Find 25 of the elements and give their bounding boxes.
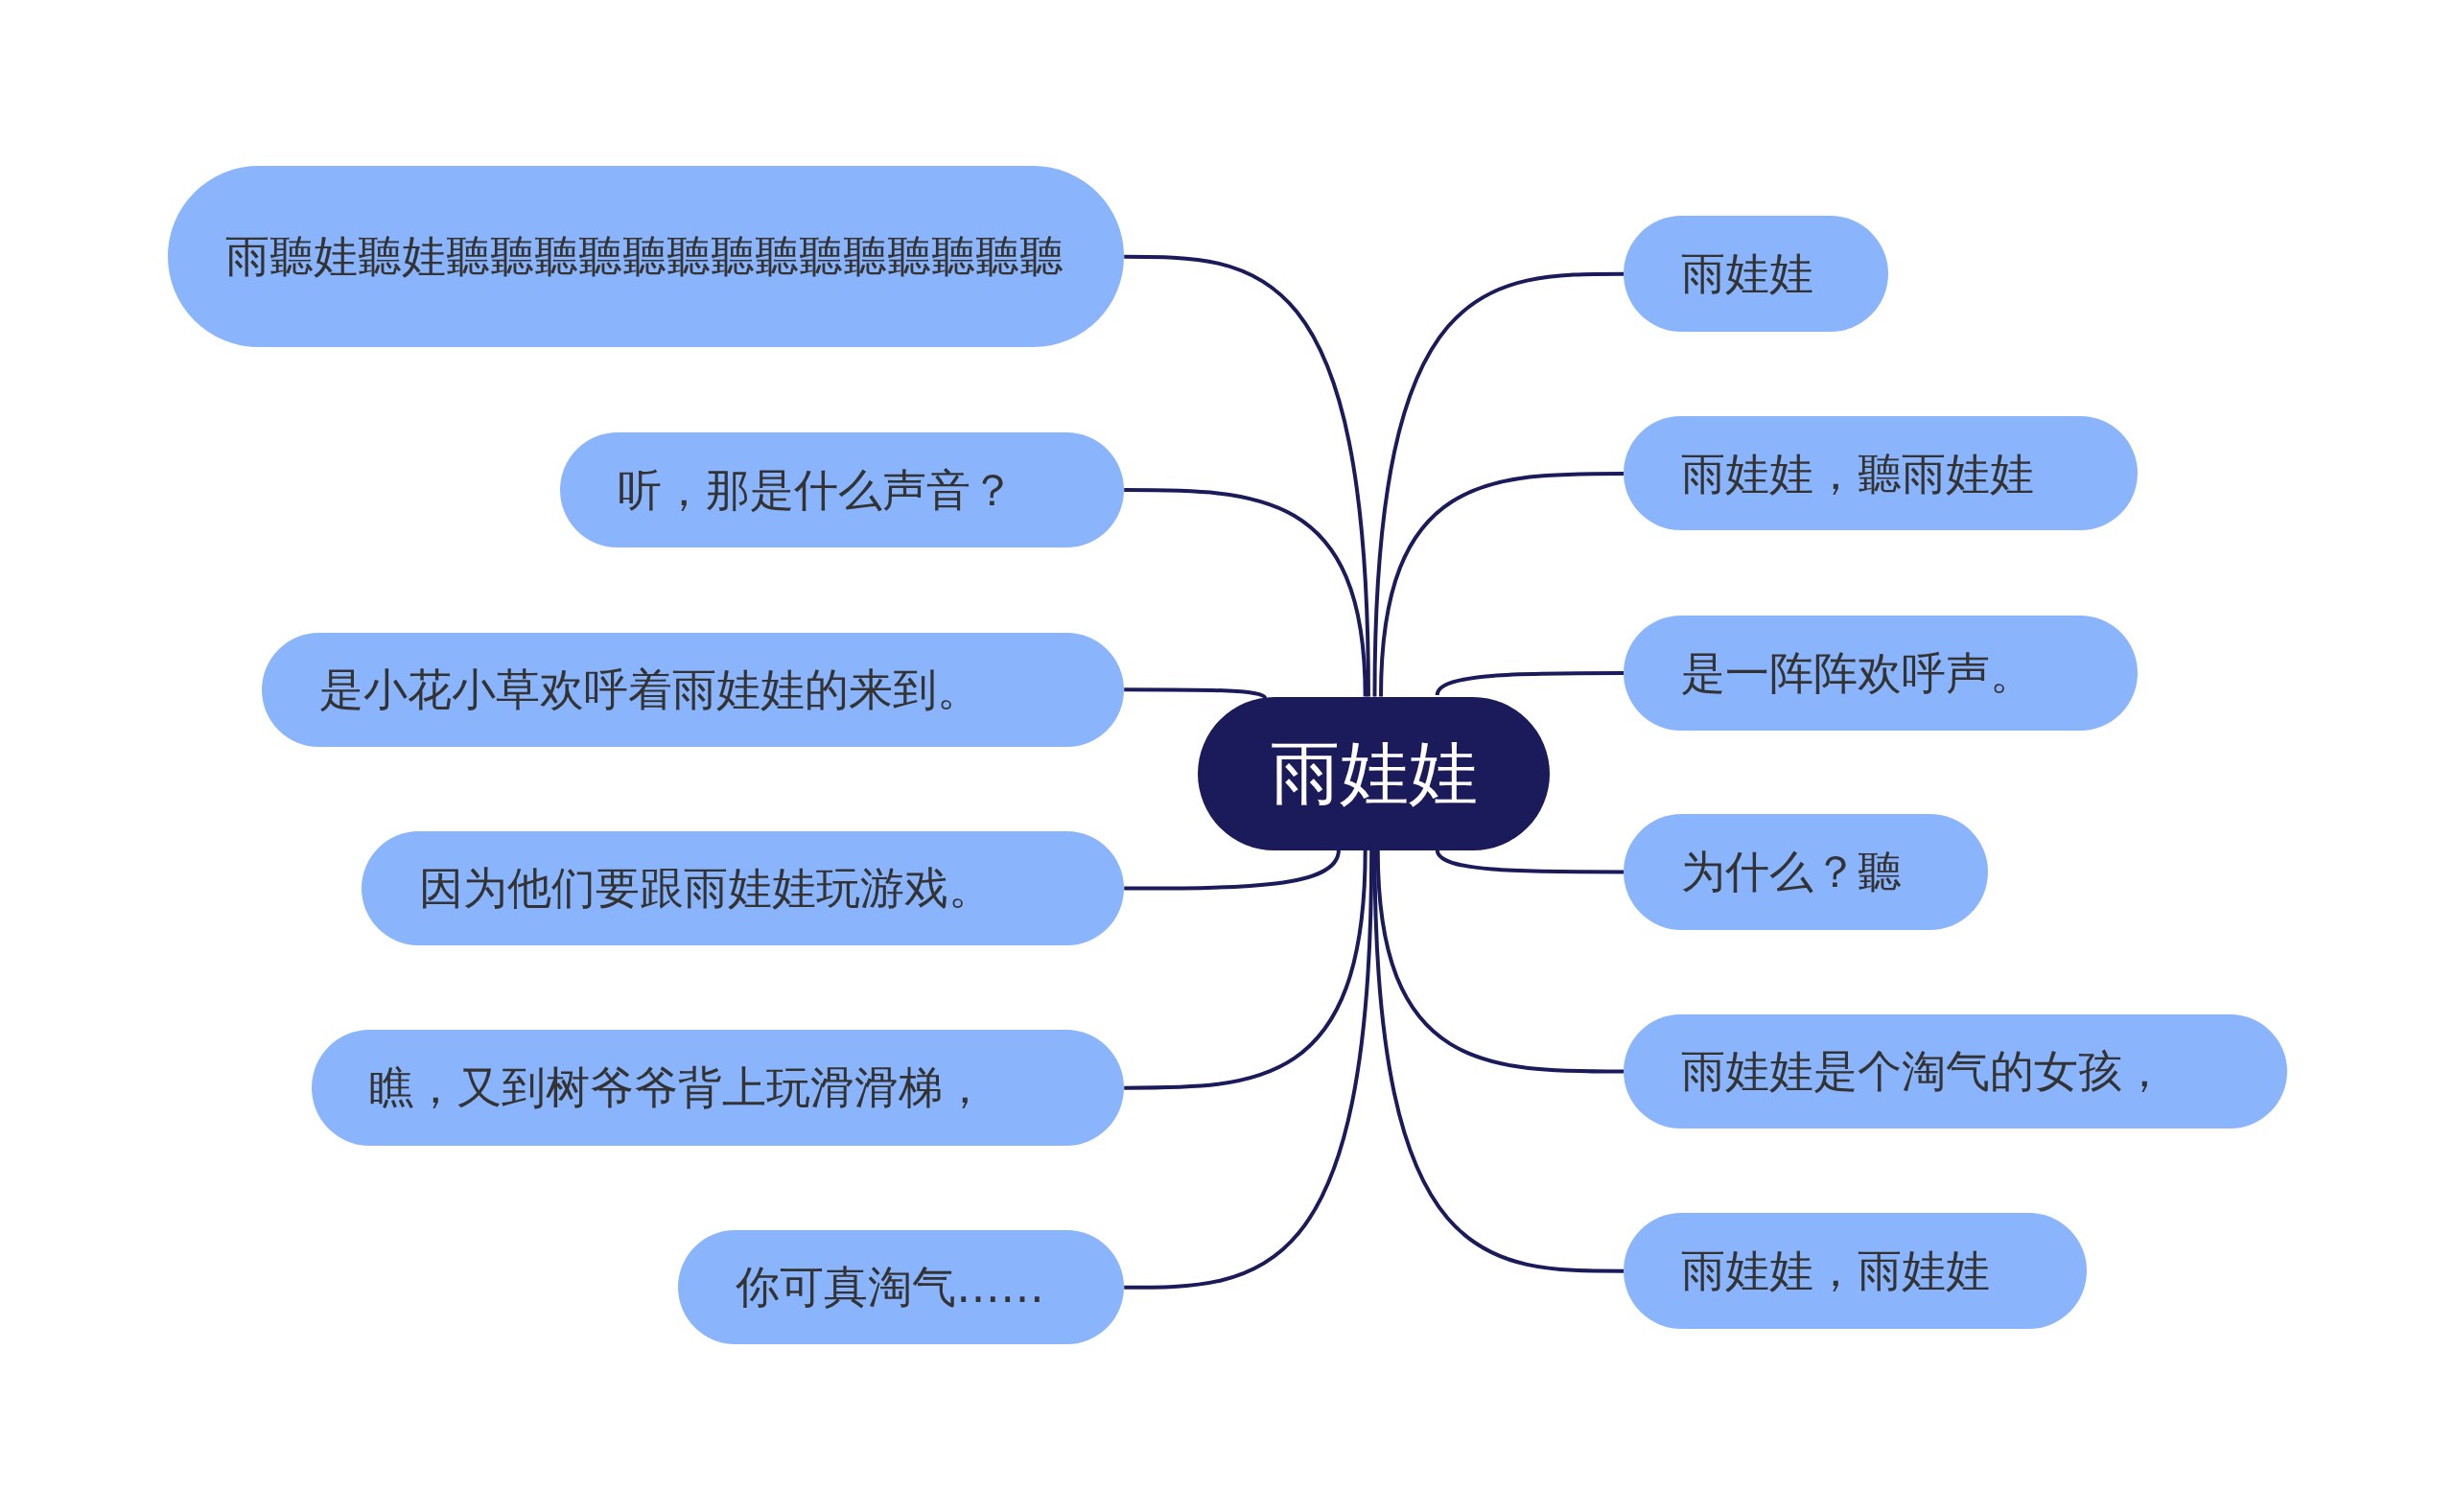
connector-line	[1124, 254, 1370, 697]
topic-text: 是一阵阵欢呼声。	[1681, 645, 2035, 701]
topic-text: 雨娃娃	[1681, 246, 1814, 302]
topic-text: 雨聽娃聽娃聽聽聽聽聽聽聽聽聽聽聽聽聽聽	[224, 229, 1064, 285]
connector-line	[1375, 849, 1625, 1074]
connector-line	[1435, 849, 1625, 874]
connector-line	[1124, 849, 1368, 1090]
connector-line	[1124, 488, 1368, 697]
connector-line	[1124, 849, 1341, 891]
topic-text: 雨娃娃	[1270, 732, 1478, 816]
connector-line	[1124, 687, 1267, 700]
connector-line	[1379, 471, 1625, 697]
topic-text: 雨娃娃，雨娃娃	[1681, 1244, 1991, 1299]
topic-text: 是小花小草欢呼着雨娃娃的来到。	[318, 662, 981, 717]
topic-text: 因为他们要跟雨娃娃玩游戏。	[419, 861, 994, 917]
connector-line	[1372, 271, 1625, 697]
connector-line	[1435, 671, 1625, 696]
topic-text: 瞧，又到树爷爷背上玩滑滑梯，	[368, 1060, 987, 1116]
topic-text: 雨娃娃，聽雨娃娃	[1681, 446, 2035, 501]
topic-text: 为什么？聽	[1681, 845, 1903, 900]
topic-text: 你可真淘气……	[735, 1260, 1044, 1315]
topic-text: 听，那是什么声音？	[618, 462, 1016, 518]
connector-line	[1124, 849, 1374, 1290]
connector-line	[1372, 849, 1625, 1273]
topic-text: 雨娃娃是个淘气的女孩，	[1681, 1044, 2167, 1100]
